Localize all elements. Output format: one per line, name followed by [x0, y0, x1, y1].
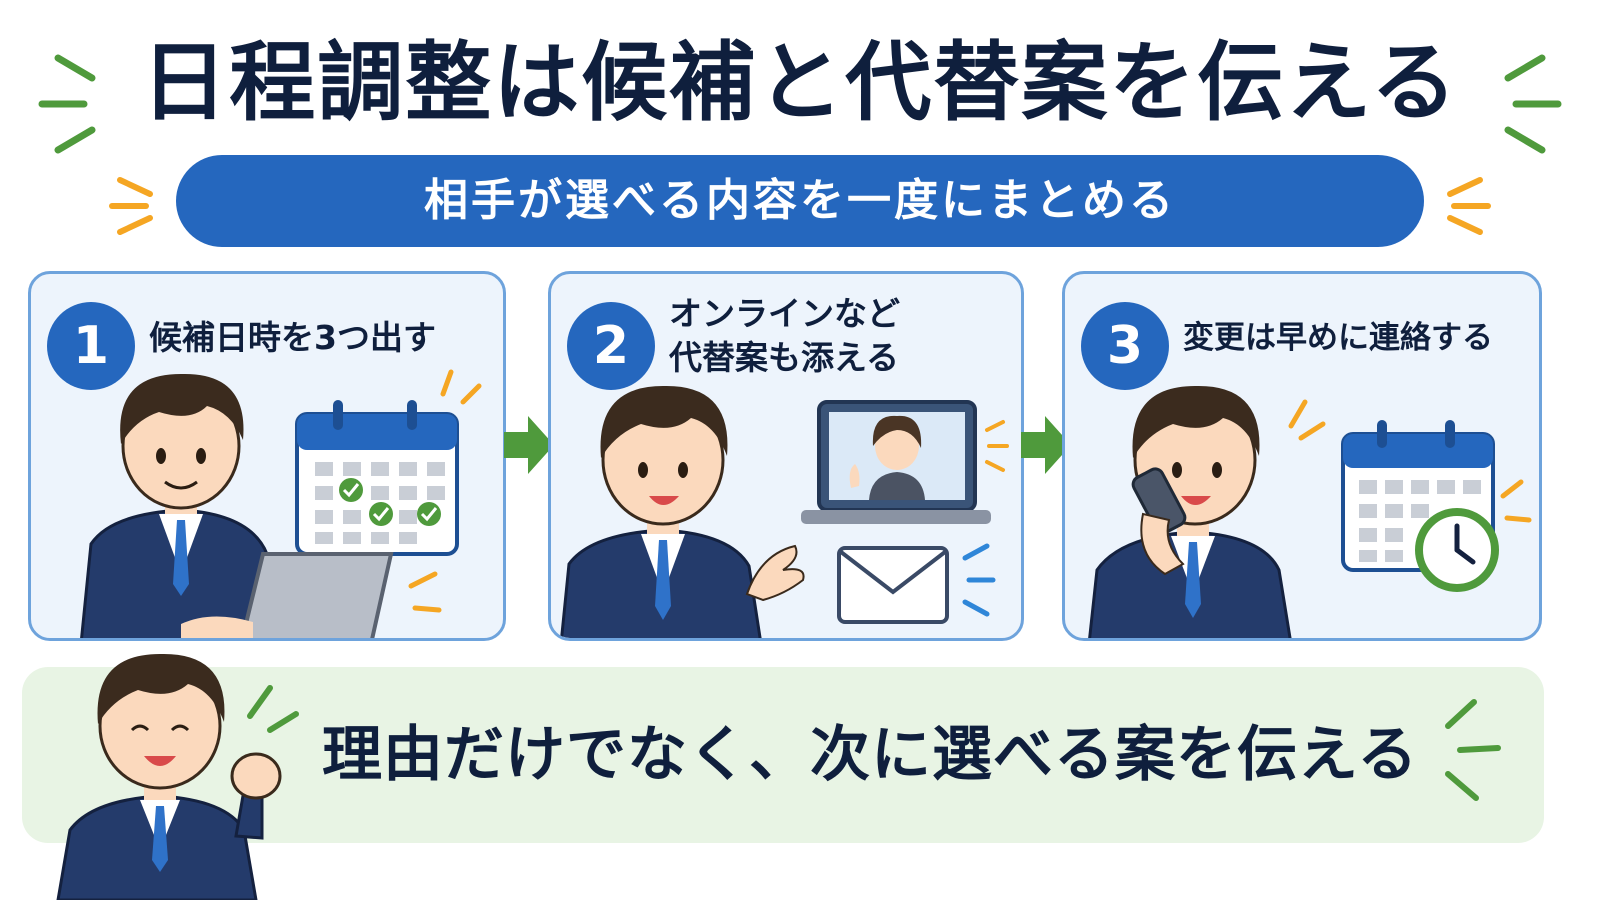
page-title: 日程調整は候補と代替案を伝える	[141, 33, 1459, 133]
arrow-right-icon	[504, 416, 554, 474]
businessman-icon	[80, 373, 282, 638]
arrow-right-icon	[1021, 416, 1071, 474]
businessman-icon	[56, 653, 282, 900]
email-icon	[837, 546, 949, 624]
bottom-message-box: 理由だけでなく、次に選べる案を伝える	[22, 667, 1544, 843]
clock-icon	[1415, 508, 1499, 592]
step-number-badge: 3	[1081, 302, 1169, 390]
illustration-phone-calendar-clock	[1088, 385, 1532, 638]
step-card-3: 3 変更は早めに連絡する	[1062, 271, 1542, 641]
step-label: 変更は早めに連絡する	[1183, 320, 1493, 356]
check-icon	[339, 478, 441, 526]
laptop-icon	[181, 552, 394, 638]
illustration-businessman-laptop-calendar	[80, 369, 482, 638]
step-number-badge: 1	[47, 302, 135, 390]
subtitle-banner: 相手が選べる内容を一度にまとめる	[176, 155, 1424, 247]
video-call-laptop-icon	[801, 400, 991, 524]
step-number-badge: 2	[567, 302, 655, 390]
businessman-icon	[1088, 385, 1292, 638]
calendar-icon	[295, 400, 459, 556]
step-card-2: 2 オンラインなど 代替案も添える	[548, 271, 1024, 641]
bottom-message: 理由だけでなく、次に選べる案を伝える	[322, 720, 1419, 790]
businessman-icon	[560, 385, 805, 638]
step-label: オンラインなど 代替案も添える	[669, 294, 900, 377]
smartphone-icon	[1131, 467, 1187, 576]
illustration-online-alternative	[560, 385, 1009, 638]
step-label: 候補日時を3つ出す	[149, 318, 436, 357]
